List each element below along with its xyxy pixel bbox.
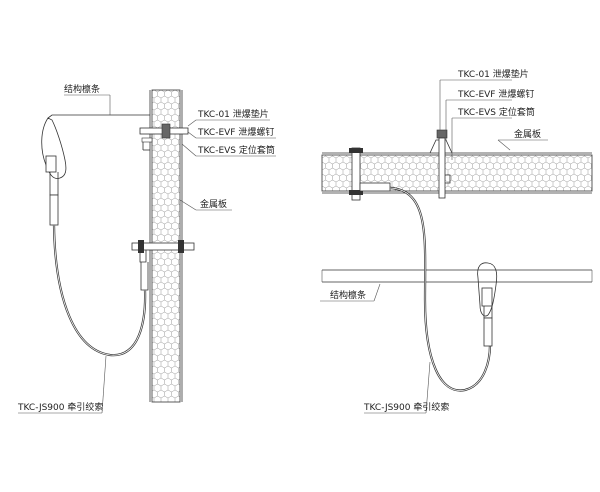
right-screw-label: TKC-EVF 泄爆螺钉 xyxy=(457,88,534,100)
right-cable-label: TKC-JS900 牵引绞索 xyxy=(363,401,449,413)
left-screw-label: TKC-EVF 泄爆螺钉 xyxy=(197,126,274,138)
carabiner-icon xyxy=(41,117,67,226)
left-cable-label: TKC-JS900 牵引绞索 xyxy=(17,401,103,413)
right-cable xyxy=(389,186,492,392)
left-cable xyxy=(52,224,147,357)
left-sleeve-label: TKC-EVS 定位套筒 xyxy=(197,144,275,156)
right-panel-label: 金属板 xyxy=(514,128,541,140)
right-sleeve-label: TKC-EVS 定位套筒 xyxy=(457,106,535,118)
right-carabiner-icon xyxy=(477,262,498,347)
right-explosion-screw-icon xyxy=(436,129,451,199)
right-diagram: TKC-01 泄爆垫片 TKC-EVF 泄爆螺钉 TKC-EVS 定位套筒 金属… xyxy=(320,68,593,414)
right-purlin xyxy=(322,269,592,283)
explosion-screw-icon xyxy=(139,123,189,151)
left-diagram: 结构檩条 TKC-01 泄爆垫片 TKC-EVF 泄爆螺钉 TKC-EVS 定位… xyxy=(17,83,276,414)
right-purlin-label: 结构檩条 xyxy=(330,289,366,301)
left-panel-label: 金属板 xyxy=(200,198,227,210)
right-bolt-icon xyxy=(349,147,391,201)
left-purlin-line xyxy=(47,114,150,119)
bolt-icon xyxy=(131,240,195,291)
right-washer-label: TKC-01 泄爆垫片 xyxy=(457,68,529,80)
left-washer-label: TKC-01 泄爆垫片 xyxy=(197,108,269,120)
left-purlin-label: 结构檩条 xyxy=(64,83,100,95)
